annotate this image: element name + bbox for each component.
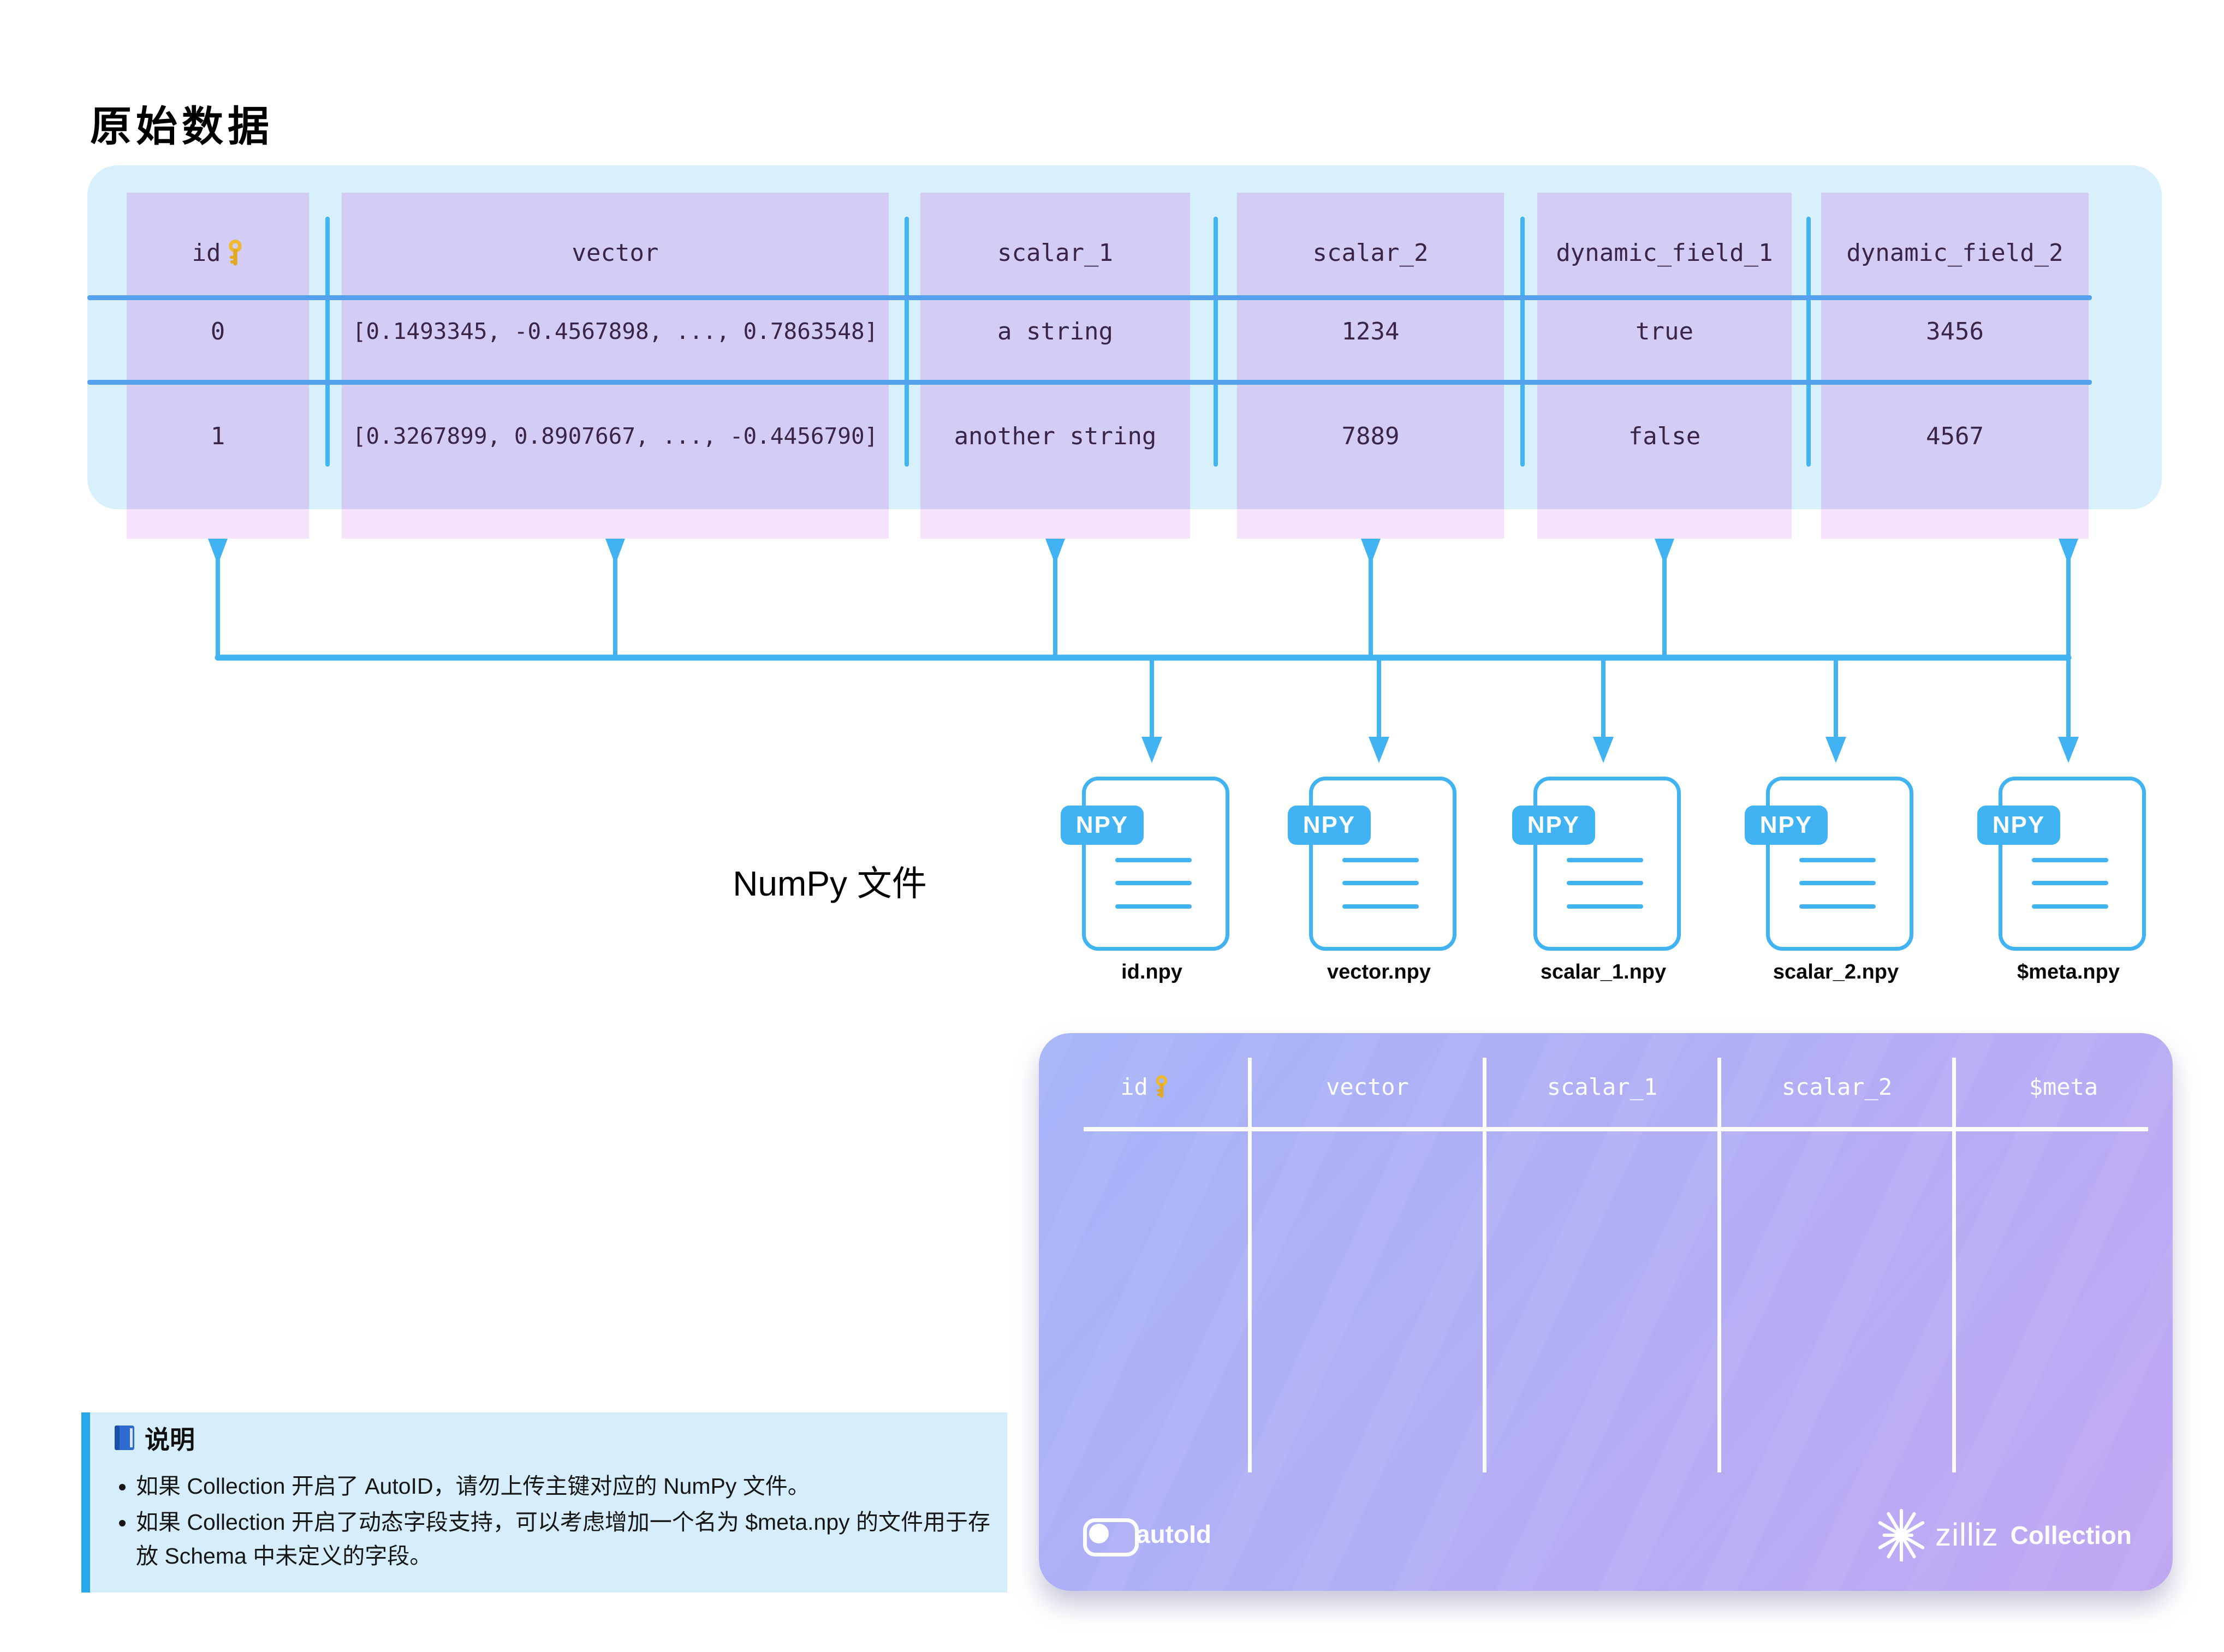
raw-column-scalar-2 [1237,193,1504,539]
column-divider [1214,217,1218,467]
zilliz-starburst-icon [1875,1509,1928,1561]
raw-column-id [127,193,309,539]
row-divider [87,380,2092,385]
raw-header-id-label: id [192,238,221,267]
column-divider [905,217,909,467]
collection-column-divider [1952,1058,1956,1472]
collection-header-vector: vector [1326,1073,1409,1100]
raw-column-scalar-1 [920,193,1190,539]
collection-column-divider [1483,1058,1486,1472]
collection-header-meta: $meta [2029,1073,2098,1100]
raw-header-vector: vector [572,238,659,267]
column-divider [325,217,330,467]
raw-cell: 3456 [1926,317,1984,345]
autoid-toggle-label: autoId [1136,1519,1211,1548]
collection-column-divider [1717,1058,1721,1472]
key-icon [1155,1075,1169,1099]
npy-file-name: scalar_1.npy [1540,961,1667,983]
npy-badge: NPY [1512,806,1595,845]
raw-header-id: id [127,236,309,269]
note-title: 说明 [145,1426,195,1454]
npy-badge: NPY [1745,806,1828,845]
raw-cell: [0.1493345, -0.4567898, ..., 0.7863548] [352,318,878,344]
note-accent-stripe [81,1412,90,1593]
npy-file-name: vector.npy [1327,961,1431,983]
raw-cell: 7889 [1341,422,1400,450]
collection-header-divider [1084,1127,2148,1131]
key-icon [227,240,243,266]
brand-suffix: Collection [2010,1520,2132,1549]
npy-file-icon: NPY [1512,777,1681,951]
note-bullet: 如果 Collection 开启了动态字段支持，可以考虑增加一个名为 $meta… [136,1505,992,1573]
row-divider [87,295,2092,300]
raw-column-vector [342,193,889,539]
page-title: 原始数据 [90,104,273,150]
raw-header-dynamic-field-2: dynamic_field_2 [1846,238,2064,267]
raw-column-dynamic-field-2 [1821,193,2089,539]
npy-file-name: id.npy [1121,961,1182,983]
collection-header-scalar-2: scalar_2 [1781,1073,1893,1100]
raw-cell: 0 [210,317,225,345]
npy-file-name: scalar_2.npy [1773,961,1899,983]
raw-column-dynamic-field-1 [1537,193,1792,539]
book-icon [115,1426,134,1450]
note-bullet: 如果 Collection 开启了 AutoID，请勿上传主键对应的 NumPy… [136,1469,992,1503]
npy-file-icon: NPY [1288,777,1456,951]
collection-header-id-label: id [1120,1073,1148,1100]
raw-cell: 1234 [1341,317,1400,345]
npy-file-icon: NPY [1061,777,1229,951]
raw-cell: [0.3267899, 0.8907667, ..., -0.4456790] [352,423,878,449]
brand-name: zilliz [1935,1517,1999,1553]
collection-header-id: id [1039,1070,1250,1103]
raw-cell: a string [997,317,1113,345]
zilliz-brand: zilliz Collection [1875,1509,2132,1561]
npy-file-icon: NPY [1977,777,2146,951]
raw-header-dynamic-field-1: dynamic_field_1 [1556,238,1773,267]
raw-cell: another string [954,422,1157,450]
raw-cell: true [1636,317,1693,345]
column-divider [1806,217,1811,467]
toggle-knob [1089,1524,1109,1543]
raw-cell: 4567 [1926,422,1984,450]
numpy-files-label: NumPy 文件 [733,864,927,903]
autoid-toggle[interactable] [1083,1518,1139,1556]
npy-badge: NPY [1977,806,2060,845]
npy-badge: NPY [1061,806,1144,845]
npy-file-name: $meta.npy [2017,961,2120,983]
npy-file-icon: NPY [1745,777,1913,951]
npy-badge: NPY [1288,806,1371,845]
note-bullet-list: 如果 Collection 开启了 AutoID，请勿上传主键对应的 NumPy… [114,1469,992,1573]
raw-cell: false [1628,422,1701,450]
collection-header-scalar-1: scalar_1 [1547,1073,1658,1100]
note-box: 说明 如果 Collection 开启了 AutoID，请勿上传主键对应的 Nu… [81,1412,1007,1593]
collection-column-divider [1248,1058,1252,1472]
collection-panel: id vector scalar_1 scalar_2 $meta autoId… [1039,1033,2173,1591]
column-divider [1520,217,1525,467]
raw-header-scalar-2: scalar_2 [1312,238,1429,267]
raw-header-scalar-1: scalar_1 [997,238,1113,267]
raw-cell: 1 [210,422,225,450]
